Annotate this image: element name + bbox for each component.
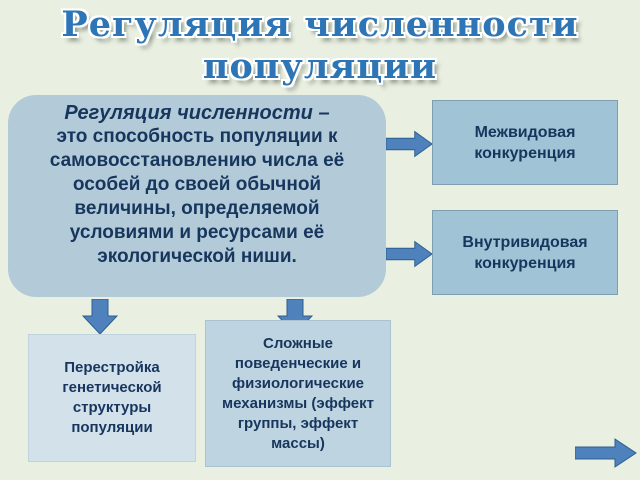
arrow-right-bottom-icon xyxy=(386,240,432,268)
box-behavioral-mechanisms: Сложные поведенческие и физиологические … xyxy=(205,320,391,467)
slide-title: Регуляция численности популяции xyxy=(0,4,640,88)
box-mechanisms-label: Сложные поведенческие и физиологические … xyxy=(222,334,374,452)
definition-text: Регуляция численности – это способность … xyxy=(20,101,374,269)
box-genetic-label: Перестройка генетической структуры попул… xyxy=(62,359,162,436)
definition-lead: Регуляция численности – xyxy=(64,102,330,124)
arrow-down-left-icon xyxy=(82,299,118,335)
arrow-right-top-icon xyxy=(386,130,432,158)
box-genetic-restructuring: Перестройка генетической структуры попул… xyxy=(28,334,196,462)
box-intraspecific-label: Внутривидовая конкуренция xyxy=(462,233,588,272)
box-intraspecific-competition: Внутривидовая конкуренция xyxy=(432,210,618,295)
next-slide-arrow[interactable] xyxy=(575,438,637,468)
box-interspecific-label: Межвидовая конкуренция xyxy=(474,123,576,162)
definition-box: Регуляция численности – это способность … xyxy=(8,95,386,297)
definition-body: это способность популяции к самовосстано… xyxy=(49,126,345,267)
slide-title-line-1: Регуляция численности xyxy=(61,4,579,45)
slide-title-line-2: популяции xyxy=(202,46,438,87)
box-interspecific-competition: Межвидовая конкуренция xyxy=(432,100,618,185)
